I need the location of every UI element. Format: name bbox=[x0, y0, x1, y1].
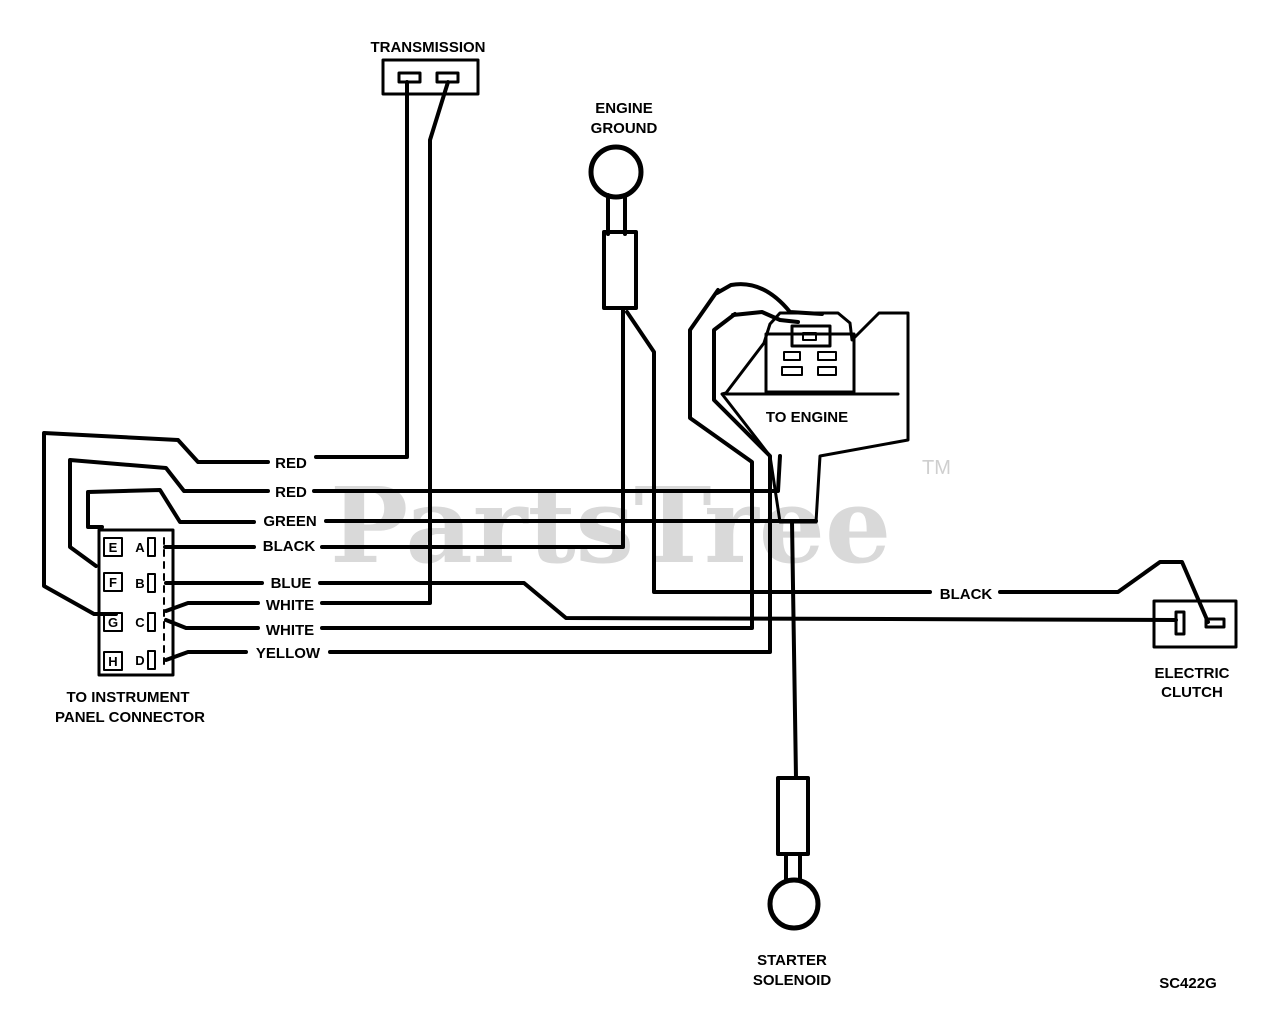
pin-label-c: C bbox=[135, 615, 145, 630]
wire-label-green: GREEN bbox=[263, 513, 316, 530]
wire-black-to-ground bbox=[320, 306, 625, 549]
wire-label-red-2: RED bbox=[275, 484, 307, 501]
pin-label-h: H bbox=[108, 654, 117, 669]
wire-red-2 bbox=[68, 458, 270, 568]
wire-white-2-to-engine bbox=[320, 288, 754, 630]
label-electric-clutch-line-1: ELECTRIC bbox=[1155, 665, 1230, 682]
starter-solenoid-terminal bbox=[767, 776, 821, 931]
pin-label-a: A bbox=[135, 540, 145, 555]
engine-ground-terminal bbox=[588, 144, 644, 310]
electric-clutch-connector bbox=[1152, 599, 1238, 649]
wire-white-2-from-pin-c bbox=[164, 618, 260, 630]
pin-label-g: G bbox=[108, 615, 118, 630]
wire-yellow-to-engine bbox=[328, 312, 772, 654]
transmission-connector bbox=[381, 58, 480, 96]
watermark-trademark: TM bbox=[922, 457, 951, 479]
transmission-terminal-1 bbox=[397, 71, 422, 84]
label-electric-clutch-line-2: CLUTCH bbox=[1161, 684, 1223, 701]
instrument-panel-connector bbox=[97, 528, 175, 677]
wire-label-black-ground: BLACK bbox=[263, 538, 316, 555]
label-starter-solenoid-line-2: SOLENOID bbox=[753, 972, 832, 989]
pin-label-e: E bbox=[109, 540, 118, 555]
wire-red-2-to-engine bbox=[312, 454, 782, 493]
wire-blue-to-clutch bbox=[318, 581, 1178, 622]
watermark: PartsTree bbox=[330, 464, 891, 587]
figure-code: SC422G bbox=[1159, 975, 1217, 992]
pin-label-f: F bbox=[109, 575, 117, 590]
wire-label-black-clutch: BLACK bbox=[940, 586, 993, 603]
wire-label-red-1: RED bbox=[275, 455, 307, 472]
wire-red-1-to-pin-g bbox=[42, 431, 270, 616]
pin-label-d: D bbox=[135, 653, 144, 668]
label-engine-ground-line-1: ENGINE bbox=[595, 100, 653, 117]
wire-label-blue: BLUE bbox=[271, 575, 312, 592]
wire-green bbox=[86, 488, 256, 529]
wire-label-yellow: YELLOW bbox=[256, 645, 321, 662]
label-instrument-panel-line-2: PANEL CONNECTOR bbox=[55, 709, 205, 726]
wire-label-white-1: WHITE bbox=[266, 597, 314, 614]
label-starter-solenoid-line-1: STARTER bbox=[757, 952, 827, 969]
wire-white-1-to-transmission bbox=[320, 80, 450, 605]
wire-label-white-2: WHITE bbox=[266, 622, 314, 639]
label-engine-ground-line-2: GROUND bbox=[591, 120, 658, 137]
wire-black-to-clutch bbox=[998, 560, 1210, 624]
label-to-engine: TO ENGINE bbox=[766, 409, 848, 426]
wire-red-1-to-transmission bbox=[314, 80, 409, 459]
wire-to-starter-solenoid bbox=[790, 520, 798, 780]
wire-yellow-from-pin-d bbox=[164, 650, 248, 662]
label-instrument-panel-line-1: TO INSTRUMENT bbox=[66, 689, 189, 706]
pin-label-b: B bbox=[135, 576, 144, 591]
wire-white-1-from-pin-c bbox=[164, 601, 260, 613]
label-transmission: TRANSMISSION bbox=[370, 39, 485, 56]
